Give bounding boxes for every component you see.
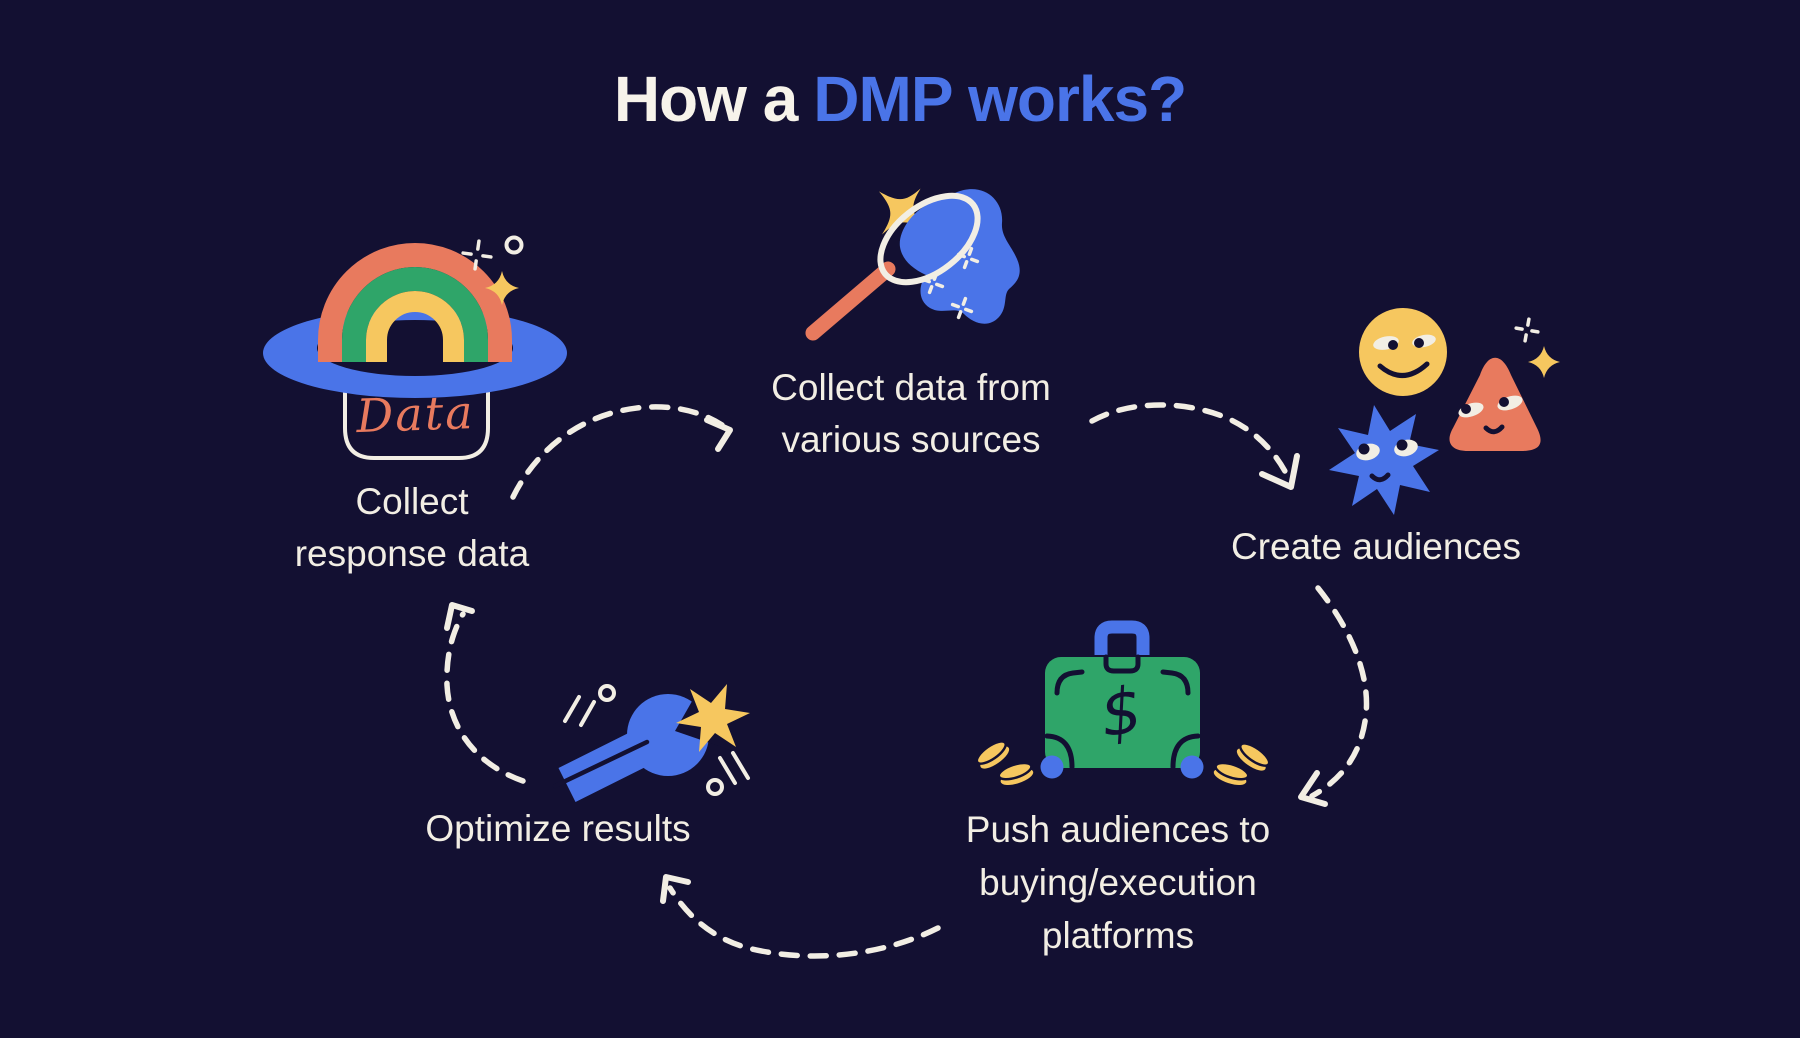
label-line: platforms: [1041, 915, 1195, 956]
label-create-audiences: Create audiences: [1191, 521, 1561, 573]
sparkle-star-icon: [1528, 346, 1560, 378]
arrow-wrench-to-hat: [444, 611, 526, 784]
star-face-icon: [1329, 405, 1439, 515]
arrow-hat-to-net: [510, 404, 725, 500]
arrow-audiences-to-suitcase-head: [1298, 770, 1328, 807]
arrow-suitcase-to-wrench-head: [660, 874, 691, 904]
rainbow: [318, 243, 512, 362]
sparkle-circle-icon: [504, 235, 524, 255]
label-optimize-results: Optimize results: [378, 803, 738, 855]
money-suitcase-icon: $: [975, 620, 1271, 785]
label-collect-response-data: Collect response data: [232, 476, 592, 580]
label-line: Push audiences to: [965, 809, 1271, 850]
title-highlight: DMP works?: [813, 63, 1187, 135]
smiley-circle-icon: [1359, 308, 1447, 396]
data-magic-hat-icon: Data: [263, 235, 567, 460]
title-prefix: How a: [613, 63, 798, 135]
coins: [975, 740, 1271, 785]
butterfly-net-icon: [805, 188, 1020, 341]
arrow-audiences-to-suitcase: [1309, 585, 1370, 799]
wrench-star-icon: [552, 675, 750, 802]
label-line: Collect: [355, 481, 469, 522]
suitcase-stitching: [1044, 654, 1201, 770]
arrow-net-to-audiences: [1089, 402, 1293, 484]
label-collect-data-sources: Collect data from various sources: [731, 362, 1091, 466]
arrow-net-to-audiences-head: [1259, 453, 1300, 490]
label-line: Create audiences: [1230, 526, 1522, 567]
label-line: buying/execution: [979, 862, 1257, 903]
audience-shapes-icon: [1329, 308, 1560, 515]
suitcase-handle: [1094, 620, 1150, 655]
label-line: response data: [294, 533, 530, 574]
arrow-hat-to-net-head: [704, 417, 733, 452]
net-handle: [805, 261, 896, 341]
impact-marks: [563, 684, 750, 796]
wrench-spark-star-icon: [676, 684, 750, 752]
suitcase-wheel-left: [1040, 755, 1064, 779]
net-ring: [877, 192, 981, 286]
label-line: various sources: [781, 419, 1041, 460]
sparkle-star-icon: [485, 271, 519, 305]
suitcase-body: [1045, 657, 1200, 768]
sparkle-cross-icon: [1514, 317, 1540, 343]
suitcase-wheel-right: [1180, 755, 1204, 779]
arrow-suitcase-to-wrench: [667, 885, 941, 959]
arrow-wrench-to-hat-head: [444, 602, 475, 631]
sparkle-cross-icon: [461, 239, 493, 271]
label-push-audiences: Push audiences to buying/execution platf…: [936, 803, 1300, 962]
label-line: Collect data from: [771, 367, 1051, 408]
label-line: Optimize results: [425, 808, 691, 849]
triangle-face-icon: [1449, 357, 1541, 451]
